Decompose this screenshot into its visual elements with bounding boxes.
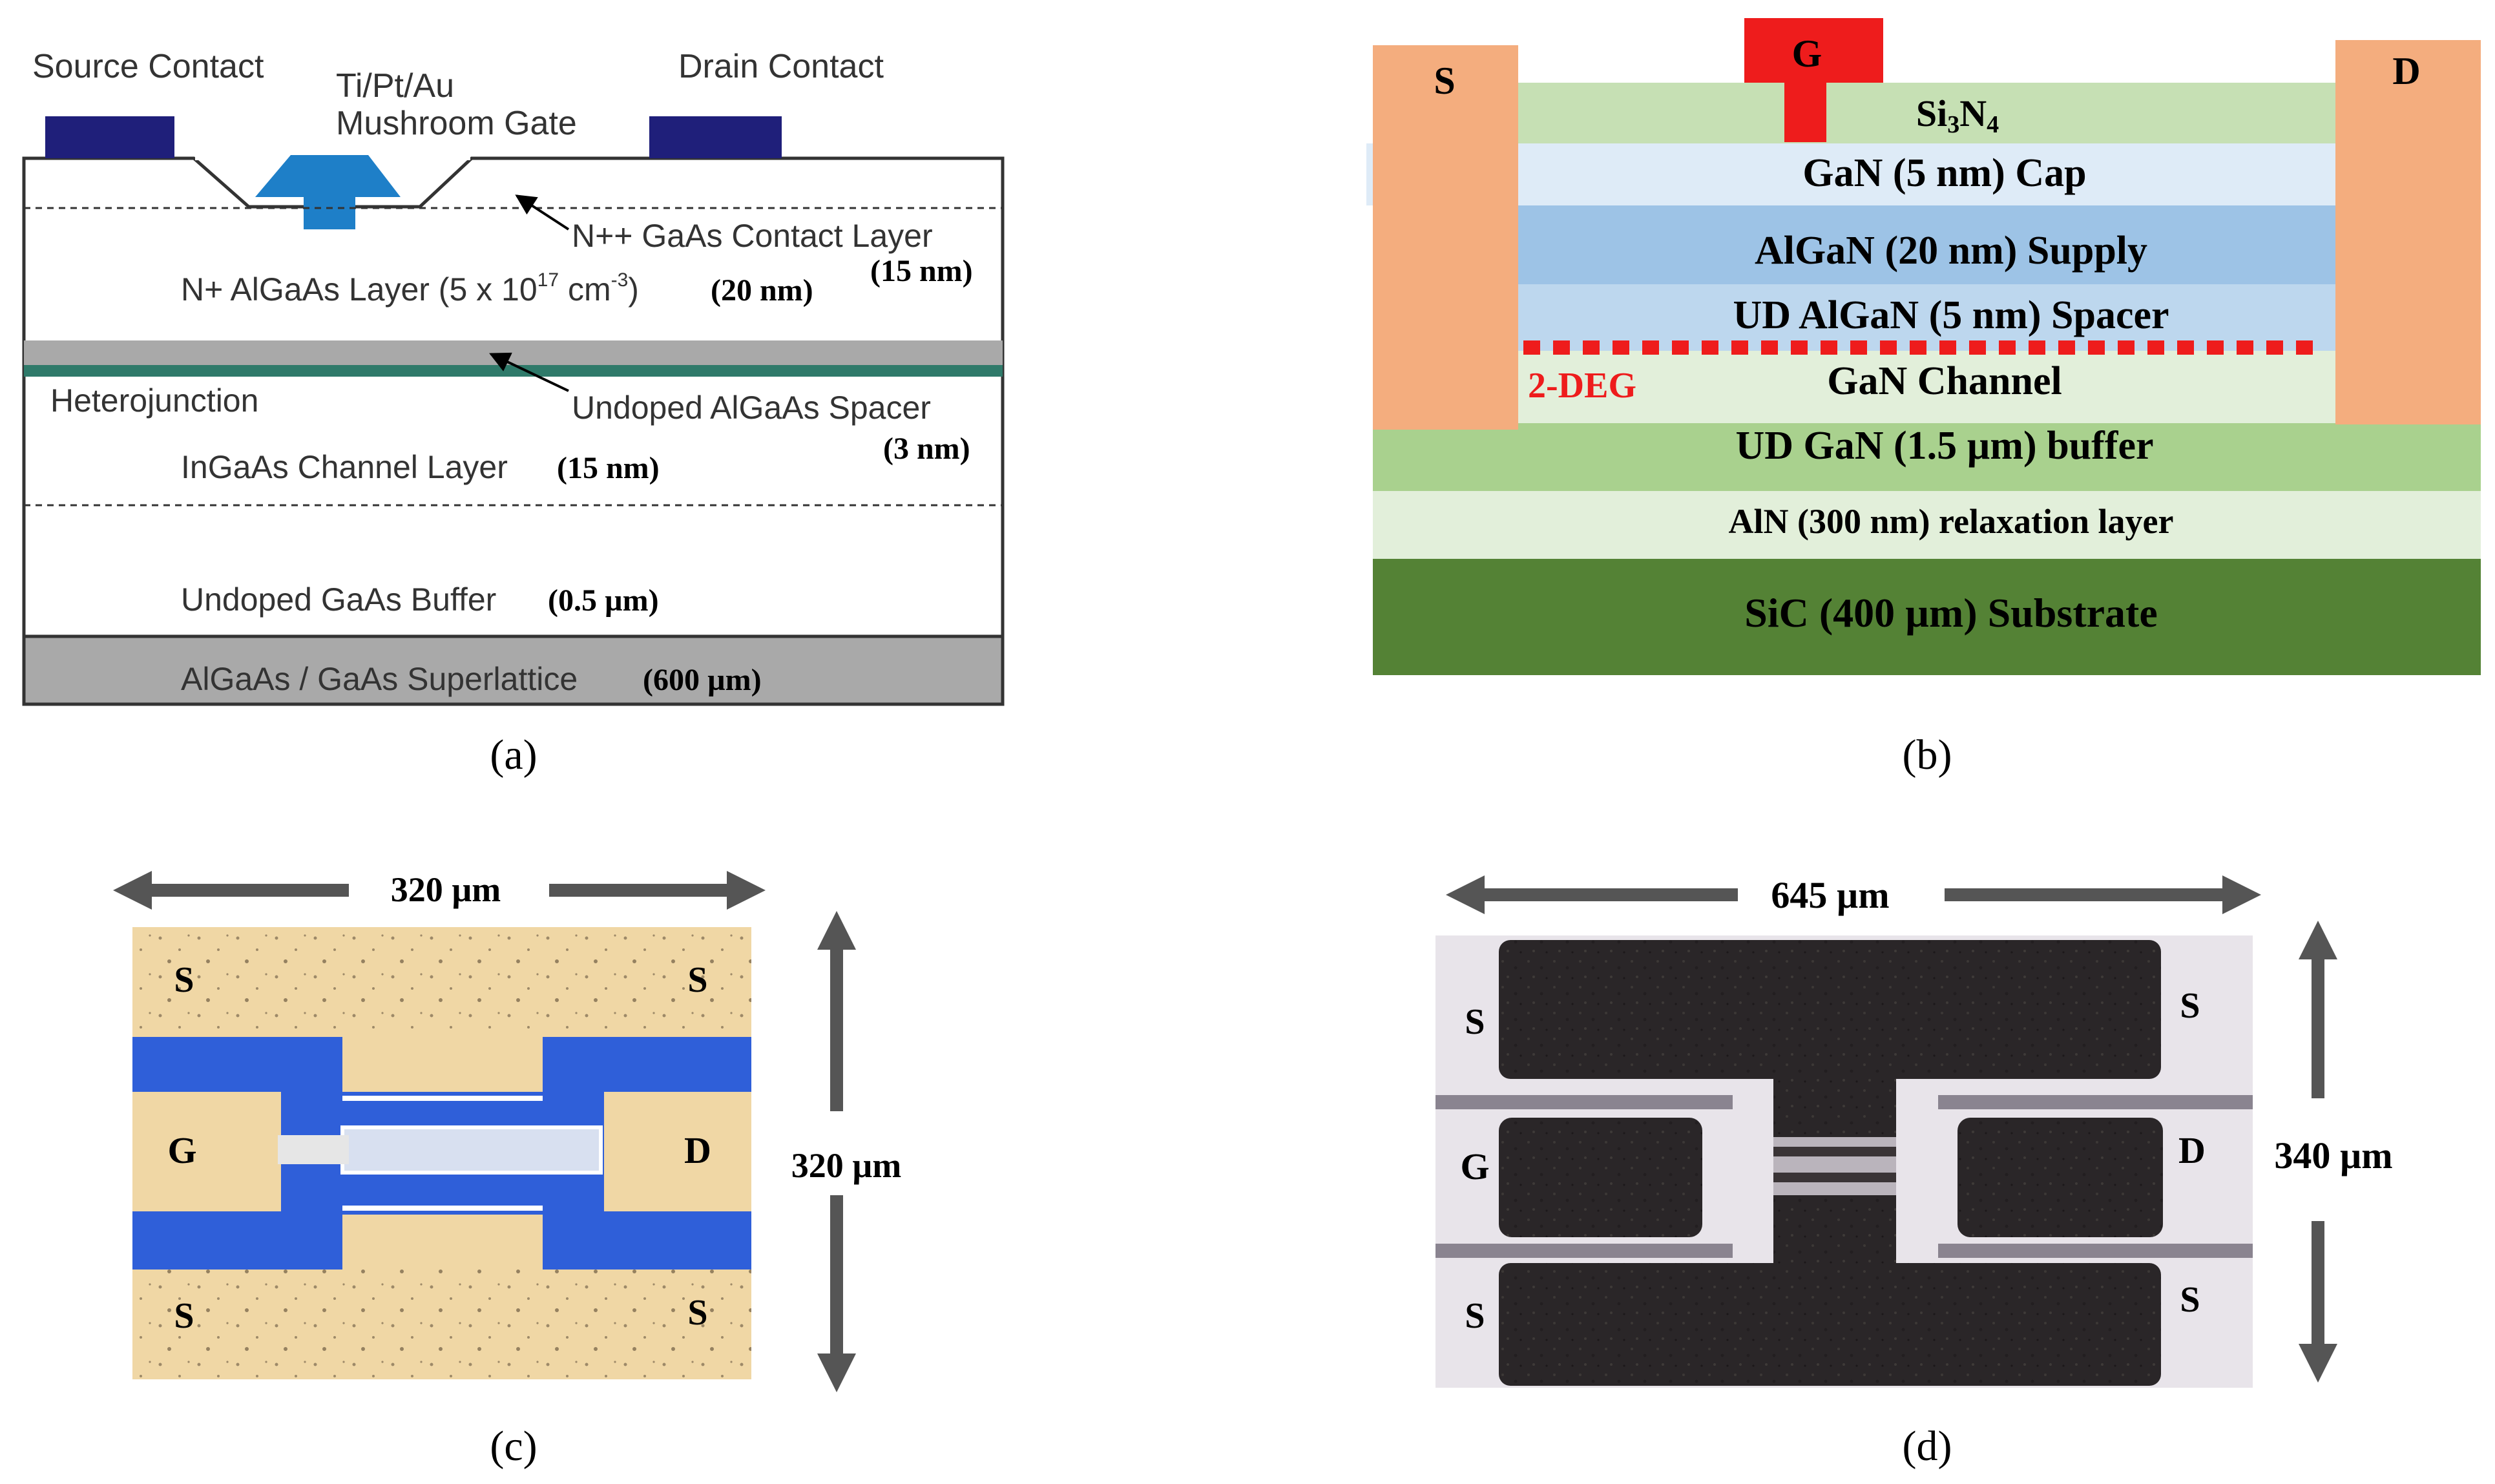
mushroom-gate — [255, 155, 401, 197]
relaxation-layer — [1373, 491, 2481, 559]
source-tr-c: S — [687, 960, 707, 1000]
caption-b: (b) — [1903, 731, 1952, 779]
cap-label: GaN (5 nm) Cap — [1802, 151, 2086, 195]
substrate-label: SiC (400 µm) Substrate — [1744, 590, 2158, 636]
si3n4-layer — [1518, 83, 2335, 143]
buffer-label-b: UD GaN (1.5 µm) buffer — [1735, 424, 2153, 468]
chip-photo-d — [1435, 935, 2253, 1388]
cap-layer — [1366, 143, 2335, 205]
gate-label-line1: Ti/Pt/Au — [336, 67, 454, 105]
buffer-layer — [1373, 423, 2481, 491]
supply-label: AlGaN (20 nm) Supply — [1755, 229, 2147, 273]
chip-photo-c — [132, 927, 751, 1379]
drain-contact-label: Drain Contact — [678, 48, 884, 85]
panel-d: 645 µm S S G D S S — [1435, 874, 2393, 1470]
height-label-c: 320 µm — [791, 1146, 902, 1185]
panel-a-gray-layer — [24, 340, 1003, 365]
width-label-d: 645 µm — [1771, 874, 1889, 916]
relaxation-label: AlN (300 nm) relaxation layer — [1729, 502, 2174, 541]
gate-stem — [1784, 83, 1826, 142]
buffer-thickness: (0.5 µm) — [548, 583, 659, 618]
superlattice-thickness: (600 µm) — [643, 663, 762, 697]
source-bl-d: S — [1465, 1296, 1485, 1336]
gate-label-b: G — [1792, 32, 1822, 75]
si3n4-label: Si3N4 — [1916, 92, 1999, 138]
height-label-d: 340 µm — [2274, 1134, 2392, 1176]
caption-c: (c) — [490, 1423, 537, 1470]
spacer-layer — [1518, 284, 2335, 351]
caption-d: (d) — [1903, 1423, 1952, 1470]
panel-a-superlattice — [22, 634, 1005, 706]
gate-label-line2: Mushroom Gate — [336, 105, 577, 142]
spacer-label: Undoped AlGaAs Spacer — [572, 390, 931, 426]
channel-thickness: (15 nm) — [557, 451, 660, 485]
channel-label: InGaAs Channel Layer — [181, 449, 508, 485]
contact-layer-label: N++ GaAs Contact Layer — [572, 218, 933, 254]
caption-a: (a) — [490, 731, 537, 779]
gate-electrode — [1744, 18, 1883, 83]
algaas-layer-label: N+ AlGaAs Layer (5 x 1017 cm-3) — [181, 269, 639, 308]
superlattice-label: AlGaAs / GaAs Superlattice — [181, 661, 578, 697]
width-label-c: 320 µm — [391, 870, 501, 909]
source-tl-d: S — [1465, 1002, 1485, 1042]
panel-c: 320 µm S S G D S S 320 µm — [113, 870, 902, 1470]
source-electrode — [1373, 45, 1518, 430]
source-br-c: S — [687, 1293, 707, 1333]
drain-label-b: D — [2392, 50, 2420, 92]
mushroom-gate-stem — [304, 197, 355, 229]
gate-c: G — [167, 1129, 196, 1171]
buffer-label: Undoped GaAs Buffer — [181, 581, 496, 618]
gate-d: G — [1460, 1145, 1489, 1187]
algaas-layer-thickness: (20 nm) — [711, 273, 813, 308]
source-tl-c: S — [174, 960, 194, 1000]
channel-label-b: GaN Channel — [1827, 359, 2062, 403]
substrate-layer — [1373, 559, 2481, 675]
source-tr-d: S — [2180, 986, 2200, 1026]
spacer-label-b: UD AlGaN (5 nm) Spacer — [1733, 293, 2169, 337]
supply-layer — [1518, 205, 2335, 284]
source-contact-label: Source Contact — [32, 48, 264, 85]
heterojunction-label: Heterojunction — [50, 382, 258, 419]
source-br-d: S — [2180, 1280, 2200, 1320]
contact-layer-thickness: (15 nm) — [870, 254, 973, 288]
drain-d: D — [2178, 1129, 2206, 1171]
panel-a: Source Contact Drain Contact Ti/Pt/Au Mu… — [22, 48, 1005, 779]
panel-b: S D G Si3N4 GaN (5 nm) Cap AlGaN (20 nm)… — [1366, 18, 2481, 779]
drain-contact-pad — [649, 116, 782, 158]
spacer-thickness: (3 nm) — [883, 432, 970, 466]
source-contact-pad — [45, 116, 174, 158]
panel-a-spacer-layer — [24, 365, 1003, 377]
panel-a-layer-stack — [22, 156, 1005, 706]
drain-electrode — [2335, 40, 2481, 424]
source-label-b: S — [1434, 59, 1455, 102]
2deg-label: 2-DEG — [1528, 366, 1636, 406]
channel-layer — [1518, 351, 2335, 423]
source-bl-c: S — [174, 1296, 194, 1336]
drain-c: D — [684, 1129, 711, 1171]
